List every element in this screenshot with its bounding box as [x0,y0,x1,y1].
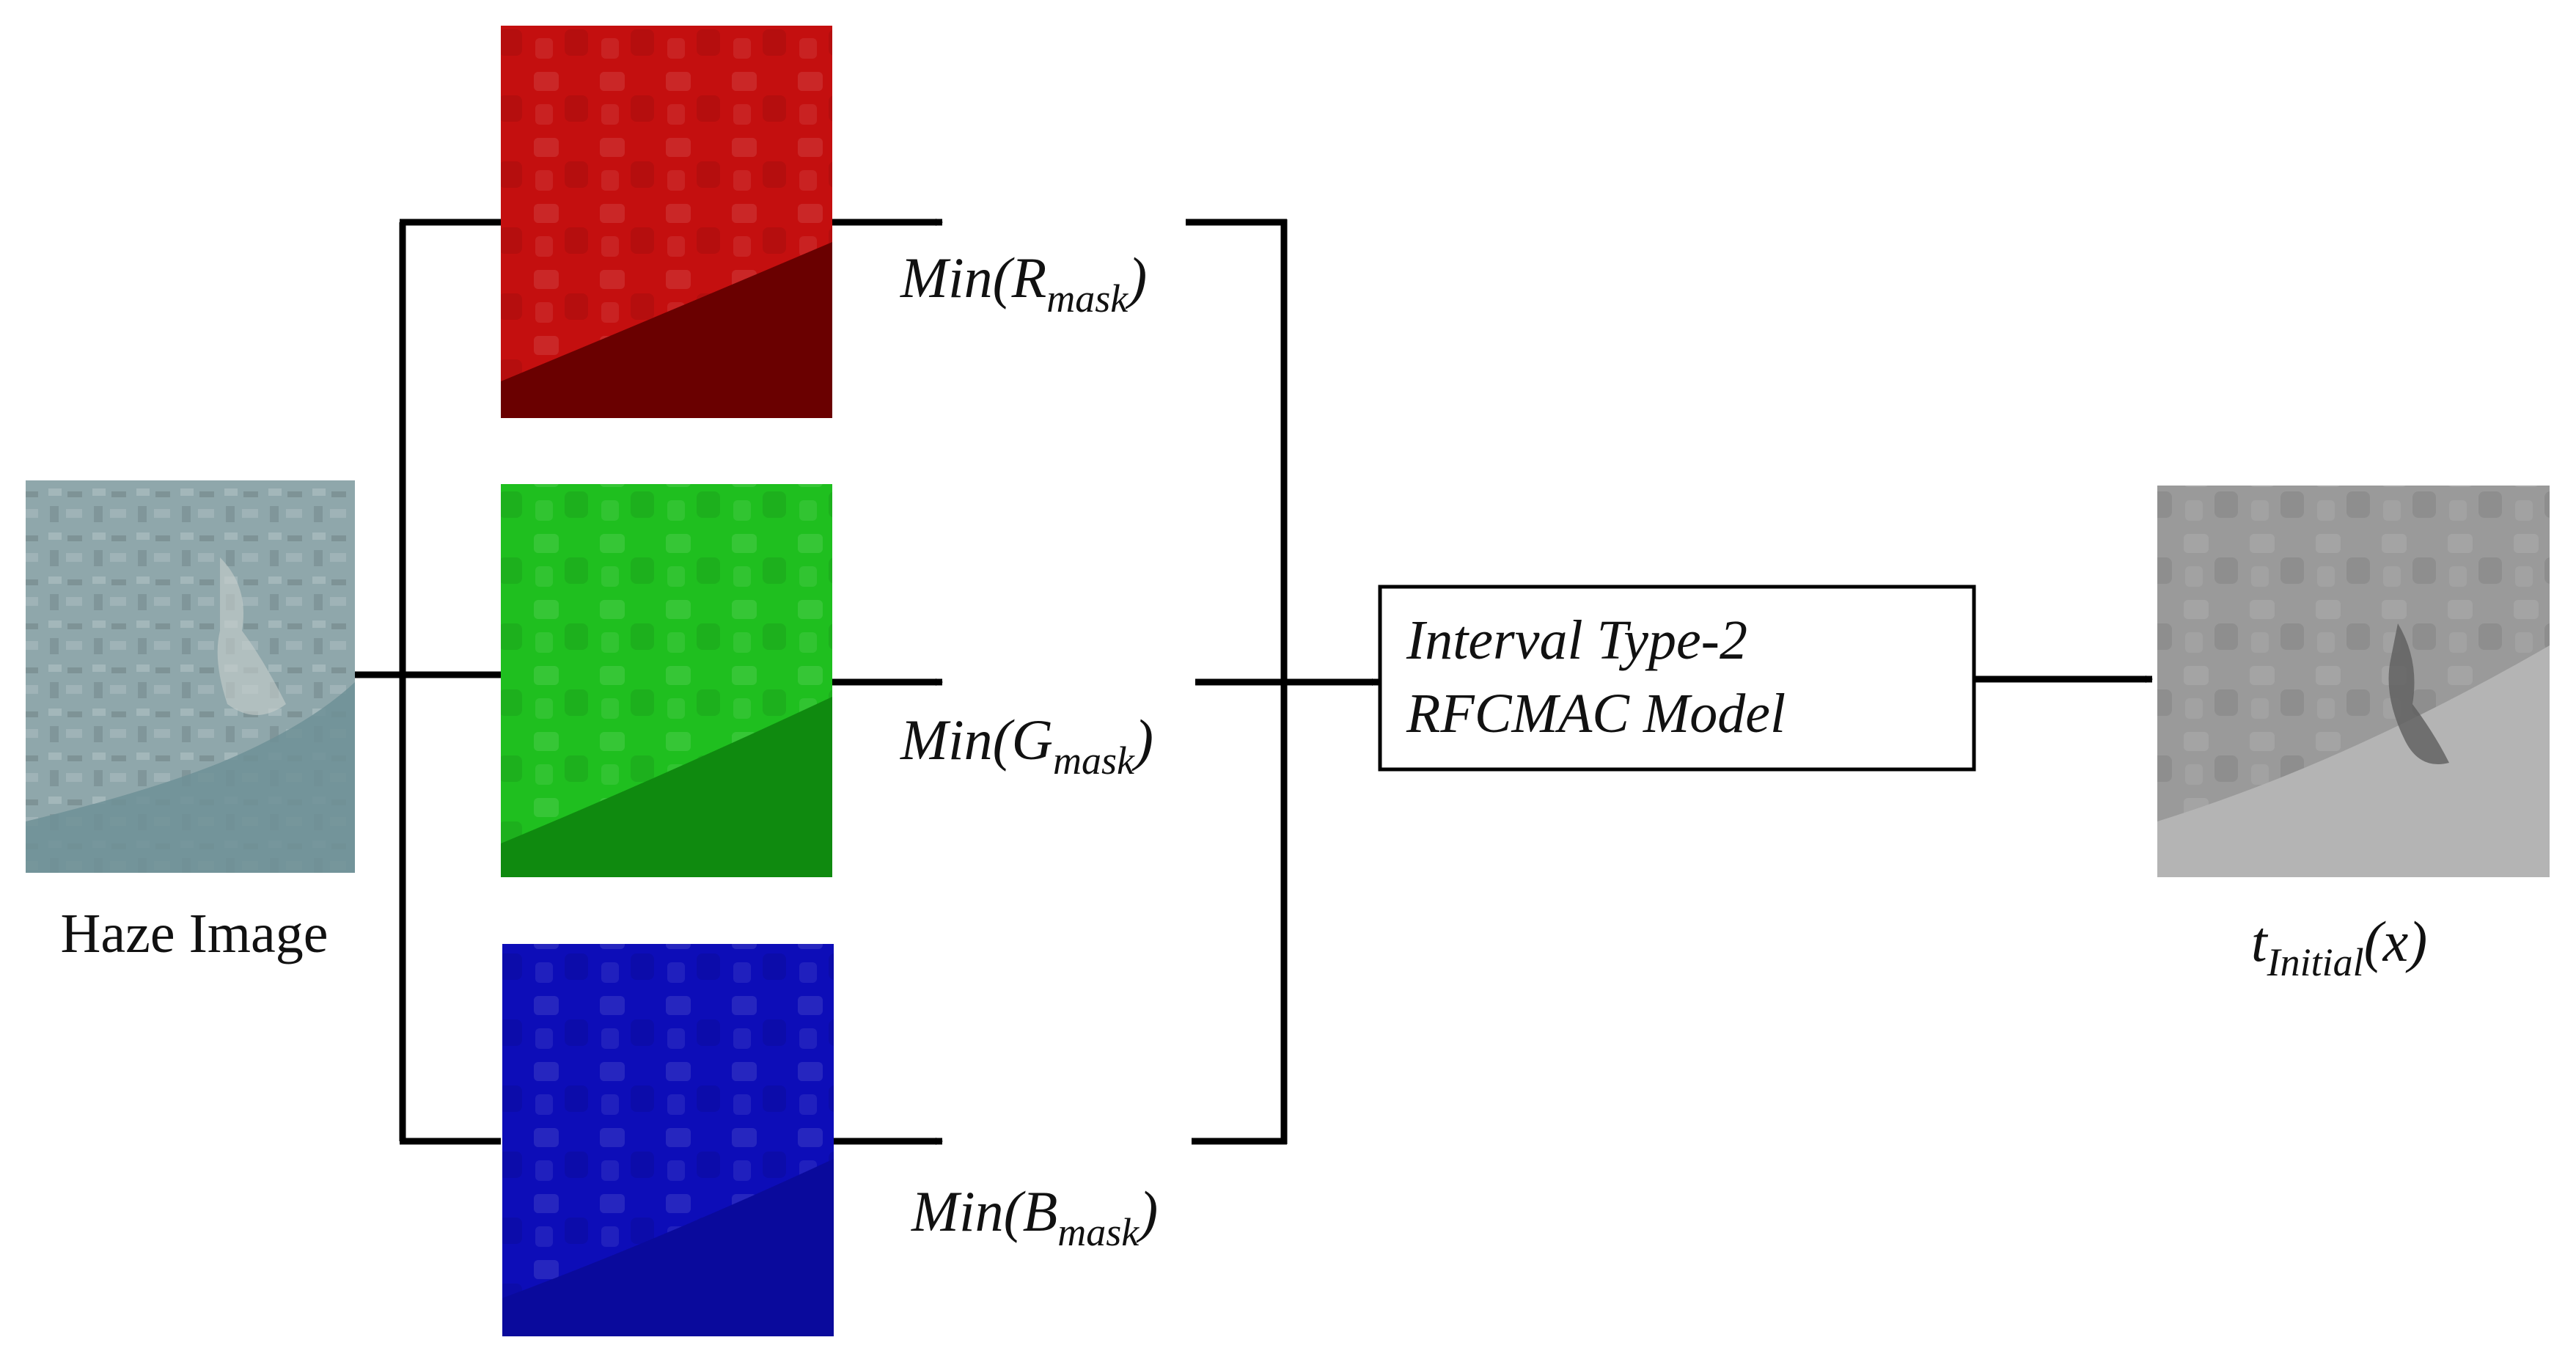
haze-image-label: Haze Image [61,903,329,964]
merge-bracket [1186,219,1379,1145]
min-r-mask-label: Min(Rmask) [900,246,1147,321]
green-channel-image [501,484,832,877]
model-box-line2: RFCMAC Model [1406,683,1786,744]
haze-image-plaza [217,557,286,715]
model-box-line1: Interval Type-2 [1406,609,1747,671]
channel-arrows [832,219,943,1145]
blue-channel-image [502,944,834,1336]
rfcmac-model-box: Interval Type-2 RFCMAC Model [1378,585,1976,772]
red-channel-image [501,26,832,418]
t-initial-label: tInitial(x) [2251,909,2427,984]
haze-image-thumbnail [26,480,355,873]
min-b-mask-label: Min(Bmask) [911,1179,1158,1254]
split-connector [355,219,501,1145]
haze-image-water [26,682,355,873]
transmission-map-image [2157,486,2550,877]
min-g-mask-label: Min(Gmask) [900,708,1153,783]
